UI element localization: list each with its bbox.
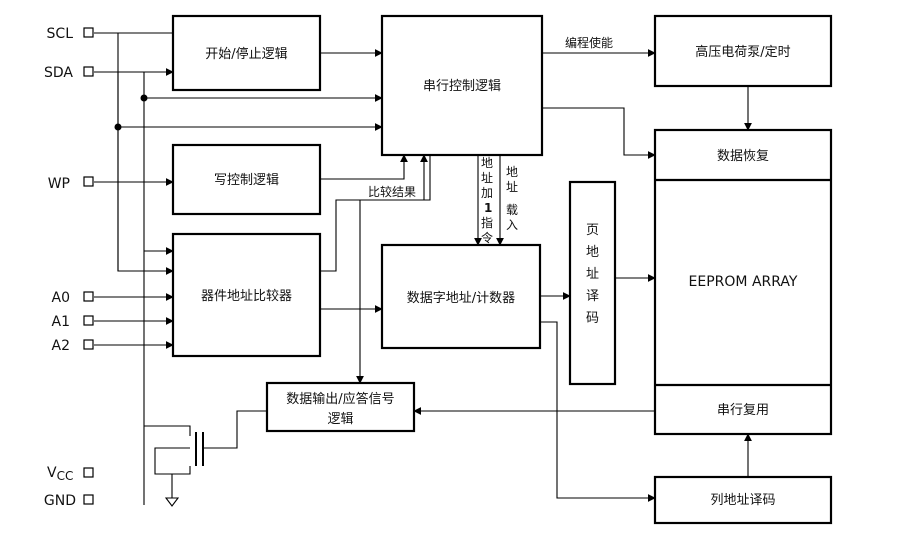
column-address-decoder-block: 列地址译码 — [653, 475, 833, 525]
pin-vcc: VCC — [47, 465, 94, 483]
eeprom-array-block: 数据恢复 EEPROM ARRAY 串行复用 — [653, 128, 833, 436]
program-enable-label: 编程使能 — [565, 35, 613, 50]
compare-result-label: 比较结果 — [368, 184, 416, 199]
address-increment-label: 地 址 加 1 指 令 — [481, 156, 493, 245]
pin-vcc-main: V — [47, 465, 57, 481]
pin-a2: A2 — [52, 338, 94, 354]
address-load-char: 址 — [506, 180, 518, 194]
start-stop-logic-block: 开始/停止逻辑 — [171, 14, 322, 92]
data-output-ack-logic-block: 数据输出/应答信号 逻辑 — [265, 381, 416, 433]
serial-control-logic-label: 串行控制逻辑 — [423, 79, 501, 94]
hv-charge-pump-label: 高压电荷泵/定时 — [695, 44, 790, 60]
start-stop-logic-label: 开始/停止逻辑 — [205, 46, 287, 62]
page-address-decoder-char: 码 — [586, 311, 599, 326]
address-increment-char: 地 — [481, 156, 493, 170]
serial-control-logic-block: 串行控制逻辑 — [380, 14, 544, 157]
page-address-decoder-char: 地 — [586, 245, 599, 260]
pin-gnd-label: GND — [44, 493, 76, 509]
pin-sda: SDA — [44, 65, 94, 81]
pin-a2-label: A2 — [52, 338, 70, 354]
address-increment-char: 址 — [481, 171, 493, 185]
page-address-decoder-char: 译 — [586, 289, 599, 304]
address-increment-char: 1 — [484, 201, 492, 215]
pin-wp: WP — [48, 176, 94, 192]
data-word-address-counter-label: 数据字地址/计数器 — [407, 291, 515, 306]
pin-vcc-label: VCC — [47, 465, 73, 483]
address-increment-char: 指 — [481, 215, 493, 230]
address-load-char: 入 — [506, 218, 518, 232]
write-control-logic-label: 写控制逻辑 — [214, 173, 279, 188]
pin-vcc-sub: CC — [57, 469, 74, 483]
pin-scl: SCL — [47, 26, 94, 42]
hv-charge-pump-block: 高压电荷泵/定时 — [653, 14, 833, 88]
data-recovery-label: 数据恢复 — [717, 149, 769, 164]
data-word-address-counter-block: 数据字地址/计数器 — [380, 243, 542, 350]
pin-a1: A1 — [52, 314, 94, 330]
device-address-comparator-block: 器件地址比较器 — [171, 232, 322, 358]
pin-scl-label: SCL — [47, 26, 74, 42]
page-address-decoder-char: 页 — [586, 223, 599, 238]
pin-sda-label: SDA — [44, 65, 73, 81]
address-increment-char: 加 — [481, 186, 493, 200]
address-load-char: 地 — [506, 165, 518, 179]
pin-a0-label: A0 — [52, 290, 70, 306]
write-control-logic-block: 写控制逻辑 — [171, 143, 322, 216]
column-address-decoder-label: 列地址译码 — [710, 493, 775, 508]
page-address-decoder-block: 页 地 址 译 码 — [568, 180, 617, 386]
page-address-decoder-char: 址 — [586, 267, 599, 282]
address-load-label: 地 址 载 入 — [506, 165, 518, 232]
pin-gnd: GND — [44, 493, 94, 509]
data-output-ack-label-line1: 数据输出/应答信号 — [286, 391, 394, 407]
pin-wp-label: WP — [48, 176, 70, 192]
address-increment-char: 令 — [481, 230, 493, 245]
eeprom-array-label: EEPROM ARRAY — [689, 274, 798, 290]
junction-dots — [114, 94, 148, 131]
device-address-comparator-label: 器件地址比较器 — [201, 289, 292, 304]
connection-lines — [94, 32, 752, 507]
serial-mux-label: 串行复用 — [717, 403, 769, 418]
pin-a1-label: A1 — [52, 314, 70, 330]
address-load-char: 载 — [506, 203, 518, 217]
pin-a0: A0 — [52, 290, 94, 306]
data-output-ack-label-line2: 逻辑 — [327, 412, 353, 427]
